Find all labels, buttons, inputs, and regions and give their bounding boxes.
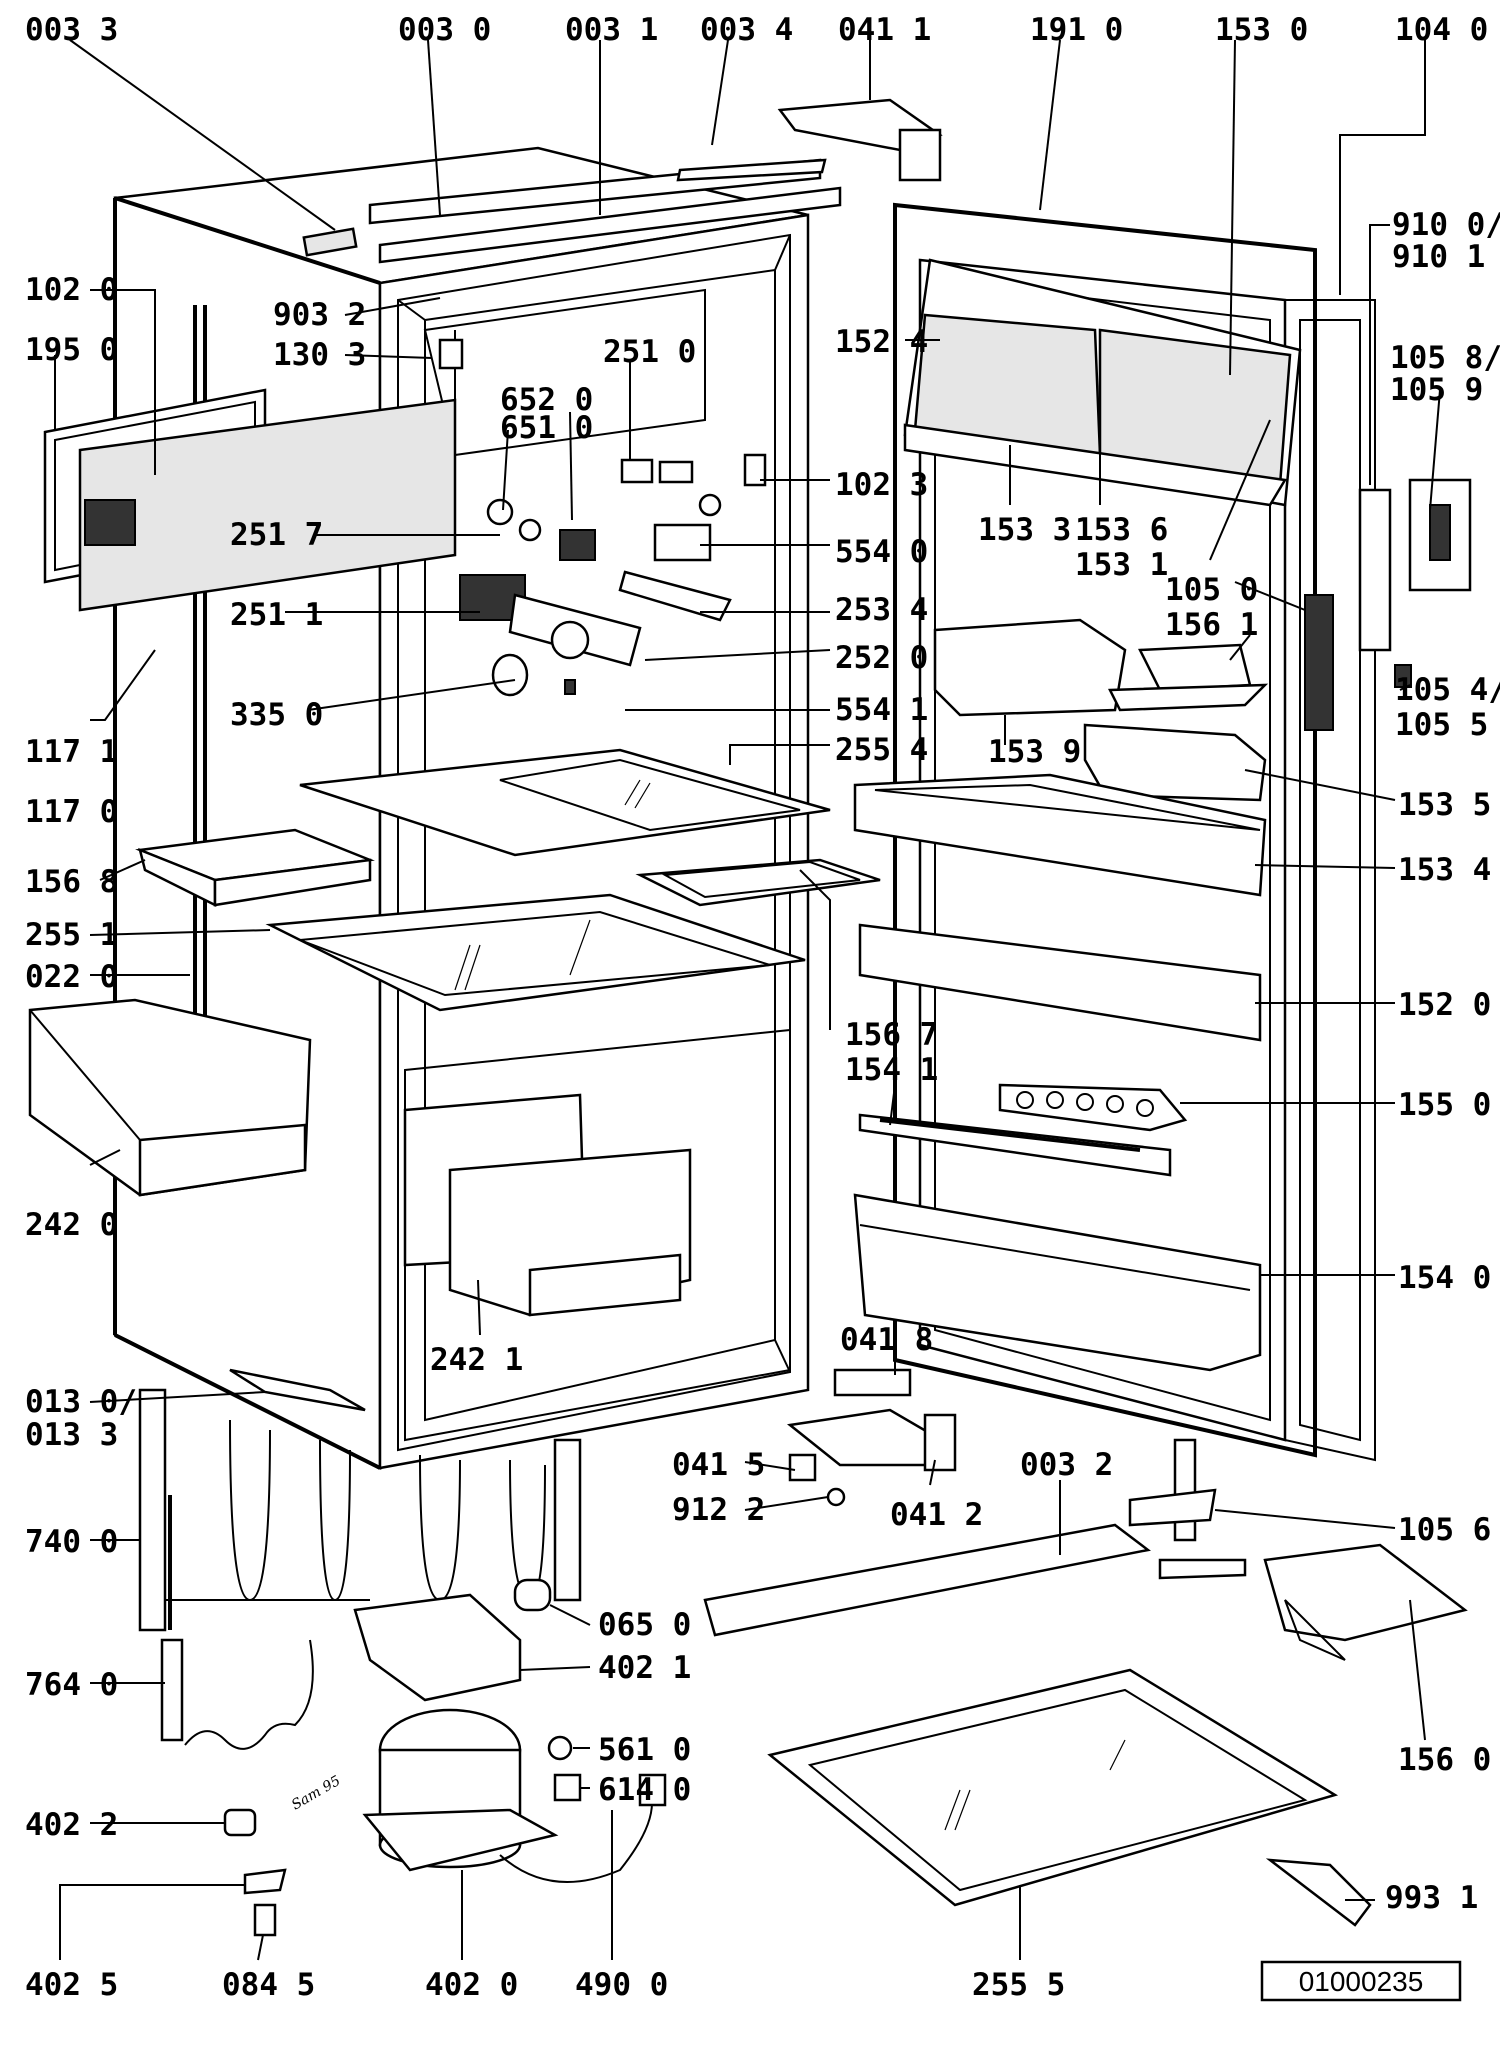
part-label-041-2: 041 2 (890, 1497, 983, 1533)
part-label-251-7: 251 7 (230, 517, 323, 553)
part-label-041-8: 041 8 (840, 1322, 933, 1358)
part-label-065-0: 065 0 (598, 1607, 691, 1643)
part-label-910-0: 910 0/ (1392, 207, 1500, 243)
part-label-252-0: 252 0 (835, 640, 928, 676)
part-label-156-1: 156 1 (1165, 607, 1258, 643)
part-label-130-3: 130 3 (273, 337, 366, 373)
handwritten-note: Sam 95 (289, 1773, 343, 1814)
part-label-191-0: 191 0 (1030, 12, 1123, 48)
condenser-compressor (138, 1388, 667, 1937)
part-label-156-7: 156 7 (845, 1017, 938, 1053)
part-label-561-0: 561 0 (598, 1732, 691, 1768)
part-label-652-0: 652 0 (500, 382, 593, 418)
reference-number-box: 01000235 (1260, 1960, 1462, 2002)
part-label-041-5: 041 5 (672, 1447, 765, 1483)
part-label-102-3: 102 3 (835, 467, 928, 503)
part-label-402-0: 402 0 (425, 1967, 518, 2003)
part-label-253-4: 253 4 (835, 592, 928, 628)
part-label-153-3: 153 3 (978, 512, 1071, 548)
part-label-251-1: 251 1 (230, 597, 323, 633)
part-label-105-4: 105 4/ (1395, 672, 1500, 708)
leader-lines (54, 39, 1441, 1961)
part-label-242-1: 242 1 (430, 1342, 523, 1378)
part-label-554-0: 554 0 (835, 534, 928, 570)
part-label-117-0: 117 0 (25, 794, 118, 830)
part-label-003-2: 003 2 (1020, 1447, 1113, 1483)
part-label-102-0: 102 0 (25, 272, 118, 308)
part-label-117-1: 117 1 (25, 734, 118, 770)
part-label-242-0: 242 0 (25, 1207, 118, 1243)
part-label-003-1: 003 1 (565, 12, 658, 48)
part-label-013-3: 013 3 (25, 1417, 118, 1453)
part-label-105-6: 105 6 (1398, 1512, 1491, 1548)
part-label-156-8: 156 8 (25, 864, 118, 900)
freezer-door (43, 388, 457, 612)
part-label-195-0: 195 0 (25, 332, 118, 368)
part-label-154-1: 154 1 (845, 1052, 938, 1088)
cabinet-shelves (28, 748, 881, 1317)
part-label-041-1: 041 1 (838, 12, 931, 48)
part-label-153-5: 153 5 (1398, 787, 1491, 823)
reference-number: 01000235 (1299, 1966, 1424, 1997)
part-label-614-0: 614 0 (598, 1772, 691, 1808)
part-label-251-0: 251 0 (603, 334, 696, 370)
part-label-490-0: 490 0 (575, 1967, 668, 2003)
part-label-740-0: 740 0 (25, 1524, 118, 1560)
part-label-402-2: 402 2 (25, 1807, 118, 1843)
part-label-255-1: 255 1 (25, 917, 118, 953)
part-label-651-0: 651 0 (500, 410, 593, 446)
part-label-003-3: 003 3 (25, 12, 118, 48)
part-labels: 003 3 003 0 003 1 003 4 041 1 191 0 153 … (25, 12, 1500, 2003)
part-label-255-4: 255 4 (835, 732, 928, 768)
part-label-013-0: 013 0/ (25, 1384, 137, 1420)
part-label-903-2: 903 2 (273, 297, 366, 333)
part-label-993-1: 993 1 (1385, 1880, 1478, 1916)
part-label-155-0: 155 0 (1398, 1087, 1491, 1123)
part-label-910-1: 910 1 (1392, 239, 1485, 275)
part-label-156-0: 156 0 (1398, 1742, 1491, 1778)
part-label-912-2: 912 2 (672, 1492, 765, 1528)
part-label-402-1: 402 1 (598, 1650, 691, 1686)
part-label-154-0: 154 0 (1398, 1260, 1491, 1296)
part-label-105-0: 105 0 (1165, 572, 1258, 608)
part-label-153-6: 153 6 (1075, 512, 1168, 548)
part-label-003-0: 003 0 (398, 12, 491, 48)
part-label-022-0: 022 0 (25, 959, 118, 995)
part-label-153-9: 153 9 (988, 734, 1081, 770)
part-label-255-5: 255 5 (972, 1967, 1065, 2003)
part-label-153-1: 153 1 (1075, 547, 1168, 583)
part-label-152-4: 152 4 (835, 324, 928, 360)
freezer-components (438, 338, 767, 697)
part-label-152-0: 152 0 (1398, 987, 1491, 1023)
part-label-105-9: 105 9 (1390, 372, 1483, 408)
part-label-104-0: 104 0 (1395, 12, 1488, 48)
part-label-003-4: 003 4 (700, 12, 793, 48)
part-label-764-0: 764 0 (25, 1667, 118, 1703)
lower-right-parts (703, 1368, 1468, 1927)
refrigerator-door (777, 98, 1472, 1462)
part-label-335-0: 335 0 (230, 697, 323, 733)
part-label-402-5: 402 5 (25, 1967, 118, 2003)
part-label-105-8: 105 8/ (1390, 340, 1500, 376)
part-label-105-5: 105 5 (1395, 707, 1488, 743)
part-label-153-0: 153 0 (1215, 12, 1308, 48)
part-label-084-5: 084 5 (222, 1967, 315, 2003)
part-label-554-1: 554 1 (835, 692, 928, 728)
part-label-153-4: 153 4 (1398, 852, 1491, 888)
